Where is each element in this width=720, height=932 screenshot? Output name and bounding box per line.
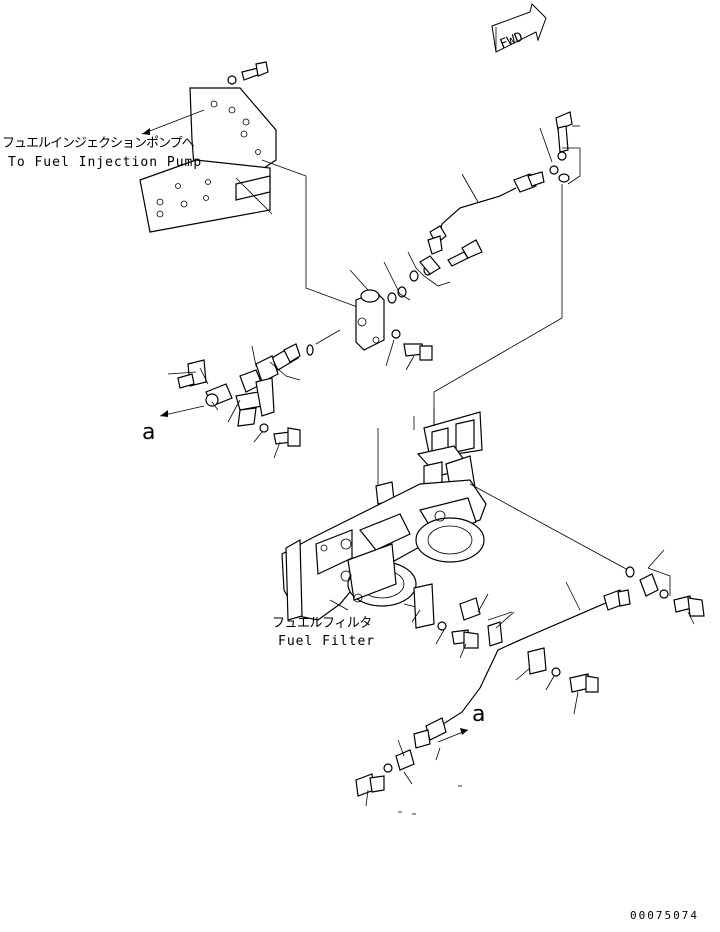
- fuel-filter-label-jp: フュエルフィルタ: [272, 616, 372, 631]
- bracket-bolt: [227, 61, 269, 85]
- drawing-number: 00075074: [630, 909, 699, 922]
- fwd-label: FWD: [498, 30, 526, 53]
- lower-fuel-pipe: [413, 581, 631, 749]
- mounting-bracket: [139, 87, 277, 233]
- joint-fittings: [383, 239, 483, 304]
- top-right-fittings: [539, 111, 581, 185]
- lower-left-fittings: [355, 739, 441, 807]
- union-connector: [239, 329, 341, 393]
- filter-hardware: [411, 583, 515, 659]
- joint-bolt: [385, 329, 433, 371]
- reference-a-left: a: [142, 420, 156, 445]
- left-bolt: [253, 423, 301, 459]
- fuel-filter-base: [281, 479, 487, 621]
- injection-pump-label-jp: フュエルインジェクションポンプへ: [2, 136, 195, 151]
- left-clamp-parts: [167, 359, 275, 427]
- injection-pump-label-en: To Fuel Injection Pump: [8, 155, 203, 170]
- fuel-filter-label-en: Fuel Filter: [278, 634, 376, 649]
- banjo-joint: [349, 269, 385, 351]
- upper-fuel-pipe: [427, 171, 545, 255]
- fwd-arrow: FWD: [491, 3, 547, 53]
- pipe-clamp: [487, 611, 599, 715]
- lower-right-fittings: [625, 549, 705, 625]
- reference-a-right: a: [472, 702, 486, 727]
